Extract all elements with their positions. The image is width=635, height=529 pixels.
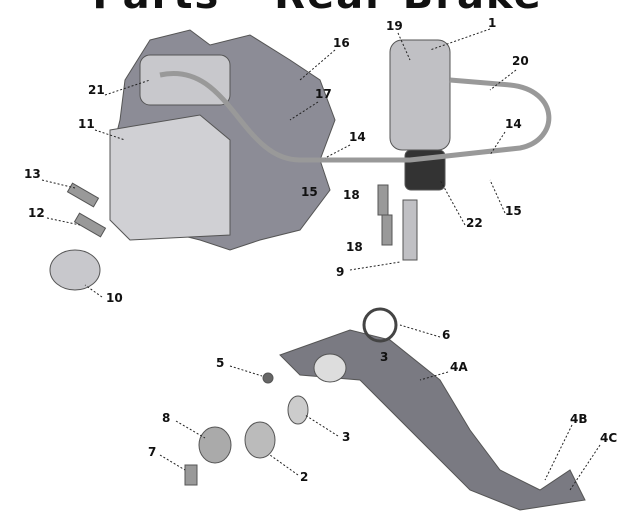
callout-3b: 3 [342,430,351,444]
callout-18a: 18 [343,188,360,202]
callout-4a: 4A [450,360,468,374]
spacer-10 [49,249,101,291]
callout-15a: 15 [301,185,318,199]
diagram-title: Parts – Rear Brake [0,0,635,15]
brake-pedal [279,329,586,511]
callout-12: 12 [28,206,45,220]
callout-22: 22 [466,216,483,230]
callout-1: 1 [488,16,497,30]
callout-19: 19 [386,19,403,33]
callout-9: 9 [336,265,345,279]
callout-20: 20 [512,54,529,68]
caliper-bracket [109,114,231,241]
callout-13: 13 [24,167,41,181]
callout-14a: 14 [349,130,366,144]
callout-6: 6 [442,328,451,342]
callout-16: 16 [333,36,350,50]
callout-3a: 3 [380,350,389,364]
caliper [139,54,231,106]
callout-11: 11 [78,117,95,131]
bushing-2 [244,421,276,459]
washer-3 [287,395,309,425]
nut-8 [198,426,232,464]
bolt-18b [381,214,393,246]
nut-5 [262,372,274,384]
callout-15b: 15 [505,204,522,218]
callout-18b: 18 [346,240,363,254]
callout-7: 7 [148,445,157,459]
spring-6 [362,307,398,343]
callout-14b: 14 [505,117,522,131]
callout-8: 8 [162,411,171,425]
callout-5: 5 [216,356,225,370]
pushrod-9 [402,199,418,261]
callout-10: 10 [106,291,123,305]
callout-2: 2 [300,470,309,484]
bolt-18a [377,184,389,216]
callout-4b: 4B [570,412,588,426]
master-cylinder [389,39,451,151]
brake-hose [159,70,552,163]
callout-4c: 4C [600,431,618,445]
bolt-7 [184,464,198,486]
bolt-12 [73,212,107,238]
bolt-13 [66,182,100,208]
callout-21: 21 [88,83,105,97]
callout-17: 17 [315,87,332,101]
